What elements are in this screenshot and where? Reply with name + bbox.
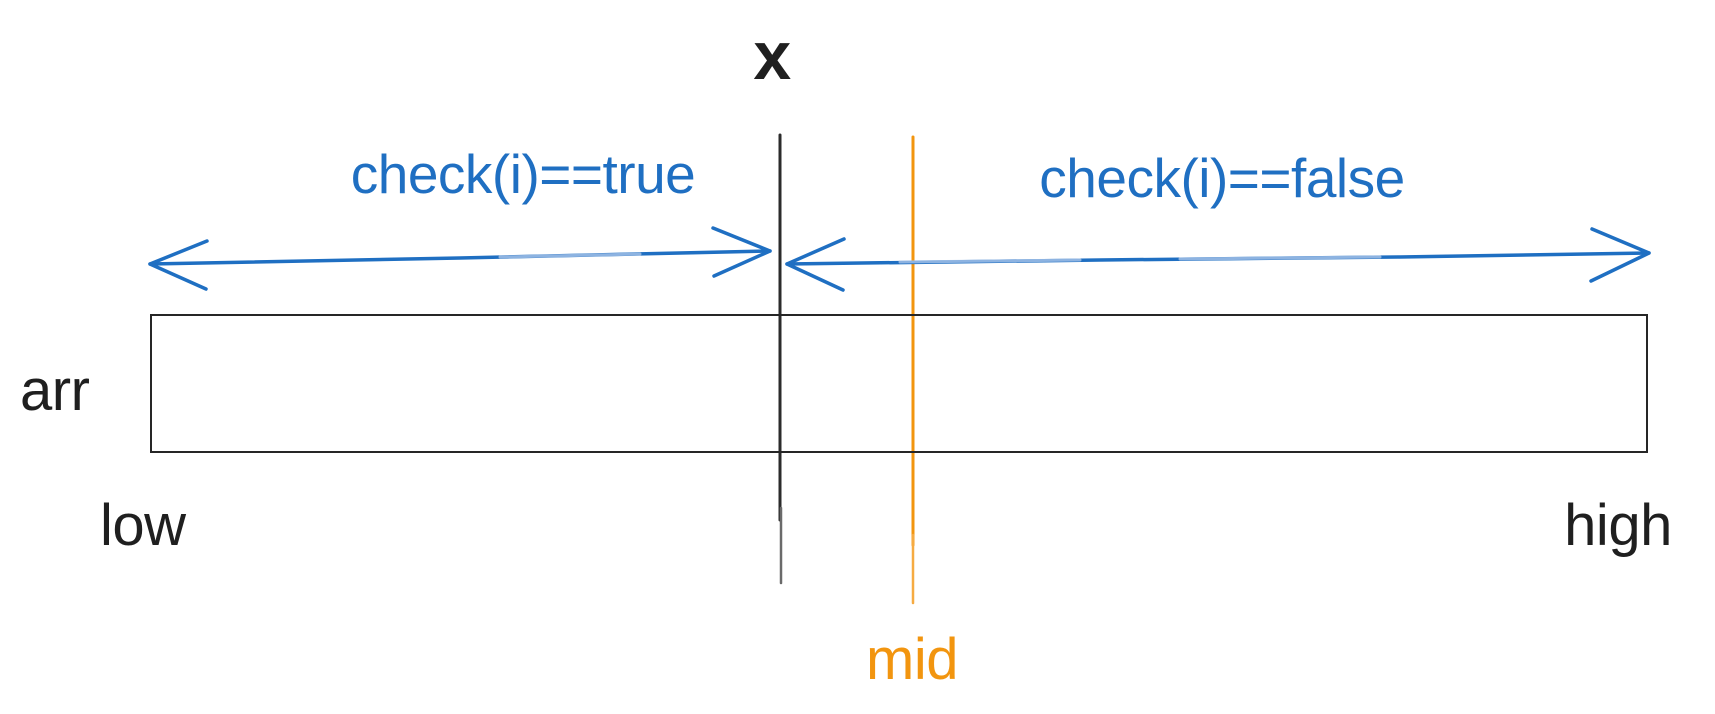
left-arrow-line	[148, 249, 772, 266]
left-region-label: check(i)==true	[350, 143, 696, 205]
x-value-label: x	[753, 18, 791, 94]
right-arrow-head-right	[1589, 227, 1651, 283]
array-box	[150, 314, 1648, 453]
right-arrow-sketch-stroke-1	[898, 258, 1082, 264]
right-arrow-head-left	[785, 237, 846, 292]
high-bound-label: high	[1564, 493, 1672, 558]
left-arrow-sketch-stroke	[498, 252, 642, 259]
array-label: arr	[20, 358, 90, 423]
left-double-arrow	[148, 226, 772, 291]
right-arrow-sketch-stroke-2	[1178, 255, 1382, 261]
left-arrow-head-left	[148, 239, 209, 291]
low-bound-label: low	[100, 493, 186, 558]
left-arrow-head-right	[711, 226, 772, 278]
mid-label: mid	[866, 627, 958, 692]
right-region-label: check(i)==false	[1039, 147, 1405, 209]
right-double-arrow	[785, 227, 1651, 292]
